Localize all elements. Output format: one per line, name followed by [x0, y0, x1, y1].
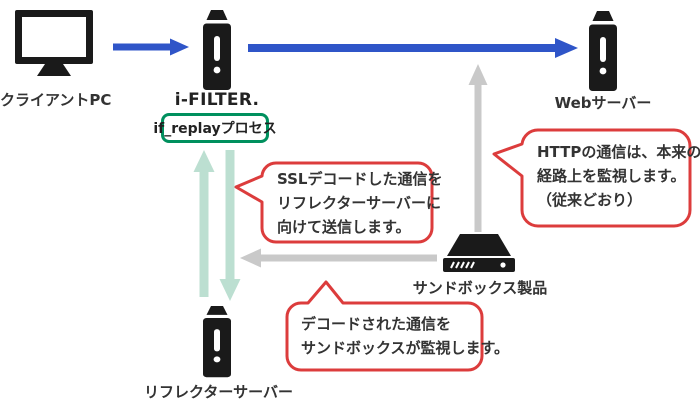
arrow-sandbox-monitor-up	[468, 64, 488, 232]
if-replay-process-badge: if_replayプロセス	[153, 113, 277, 143]
client-pc-icon	[15, 10, 93, 76]
web-server-icon	[589, 11, 617, 91]
sandbox-appliance-icon	[443, 234, 515, 272]
reflector-server-label: リフレクターサーバー	[144, 383, 293, 401]
arrow-sandbox-to-reflector-path	[240, 248, 437, 268]
arrow-client-to-ifilter	[113, 38, 189, 56]
decode-callout-bubble	[285, 280, 484, 372]
http-callout-text: HTTPの通信は、本来の 経路上を監視します。 （従来どおり）	[537, 143, 700, 209]
web-server-label: Webサーバー	[554, 94, 652, 112]
sandbox-label: サンドボックス製品	[412, 279, 548, 297]
ifilter-server-icon	[203, 10, 231, 90]
arrow-reflector-to-ifilter-up	[193, 150, 215, 297]
ssl-callout-bubble	[234, 161, 434, 244]
arrow-ifilter-to-reflector-down	[219, 150, 241, 301]
ifilter-logo: i-FILTER.	[174, 90, 260, 110]
arrow-ifilter-to-webserver	[248, 38, 578, 58]
client-pc-label: クライアントPC	[0, 91, 112, 109]
reflector-server-icon	[203, 306, 231, 378]
decode-callout-text: デコードされた通信を サンドボックスが監視します。	[301, 315, 510, 357]
http-callout-bubble	[492, 128, 692, 228]
ssl-callout-text: SSLデコードした通信を リフレクターサーバーに 向けて送信します。	[277, 170, 443, 236]
